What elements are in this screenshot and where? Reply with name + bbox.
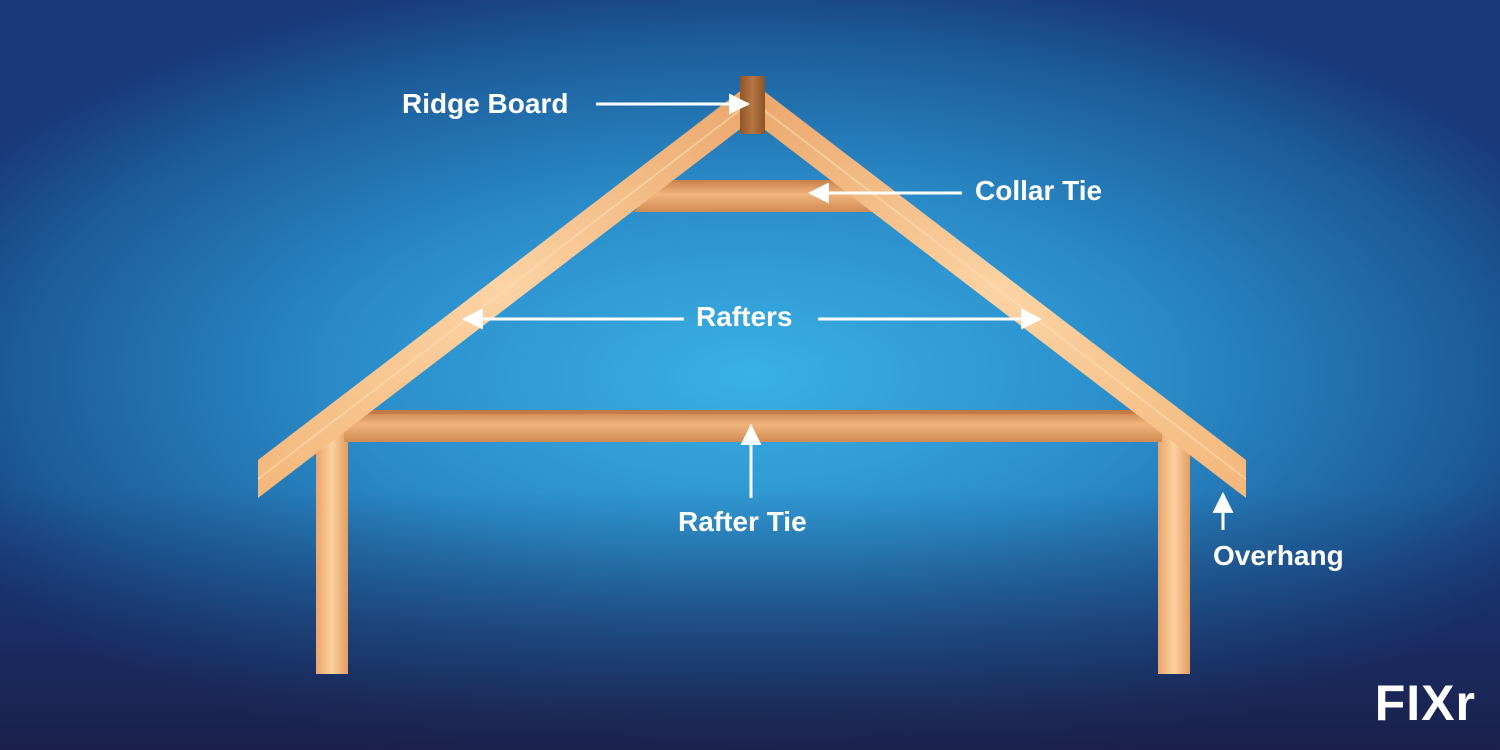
left-post xyxy=(316,432,348,674)
overhang-label: Overhang xyxy=(1213,540,1344,571)
fixr-logo: FIXr xyxy=(1374,675,1476,731)
rafters-label: Rafters xyxy=(696,301,793,332)
collar-tie-label: Collar Tie xyxy=(975,175,1103,206)
right-post xyxy=(1158,432,1190,674)
ridge-board-label: Ridge Board xyxy=(402,88,569,119)
rafter-tie-beam xyxy=(344,410,1162,442)
rafter-tie-label: Rafter Tie xyxy=(678,506,807,537)
